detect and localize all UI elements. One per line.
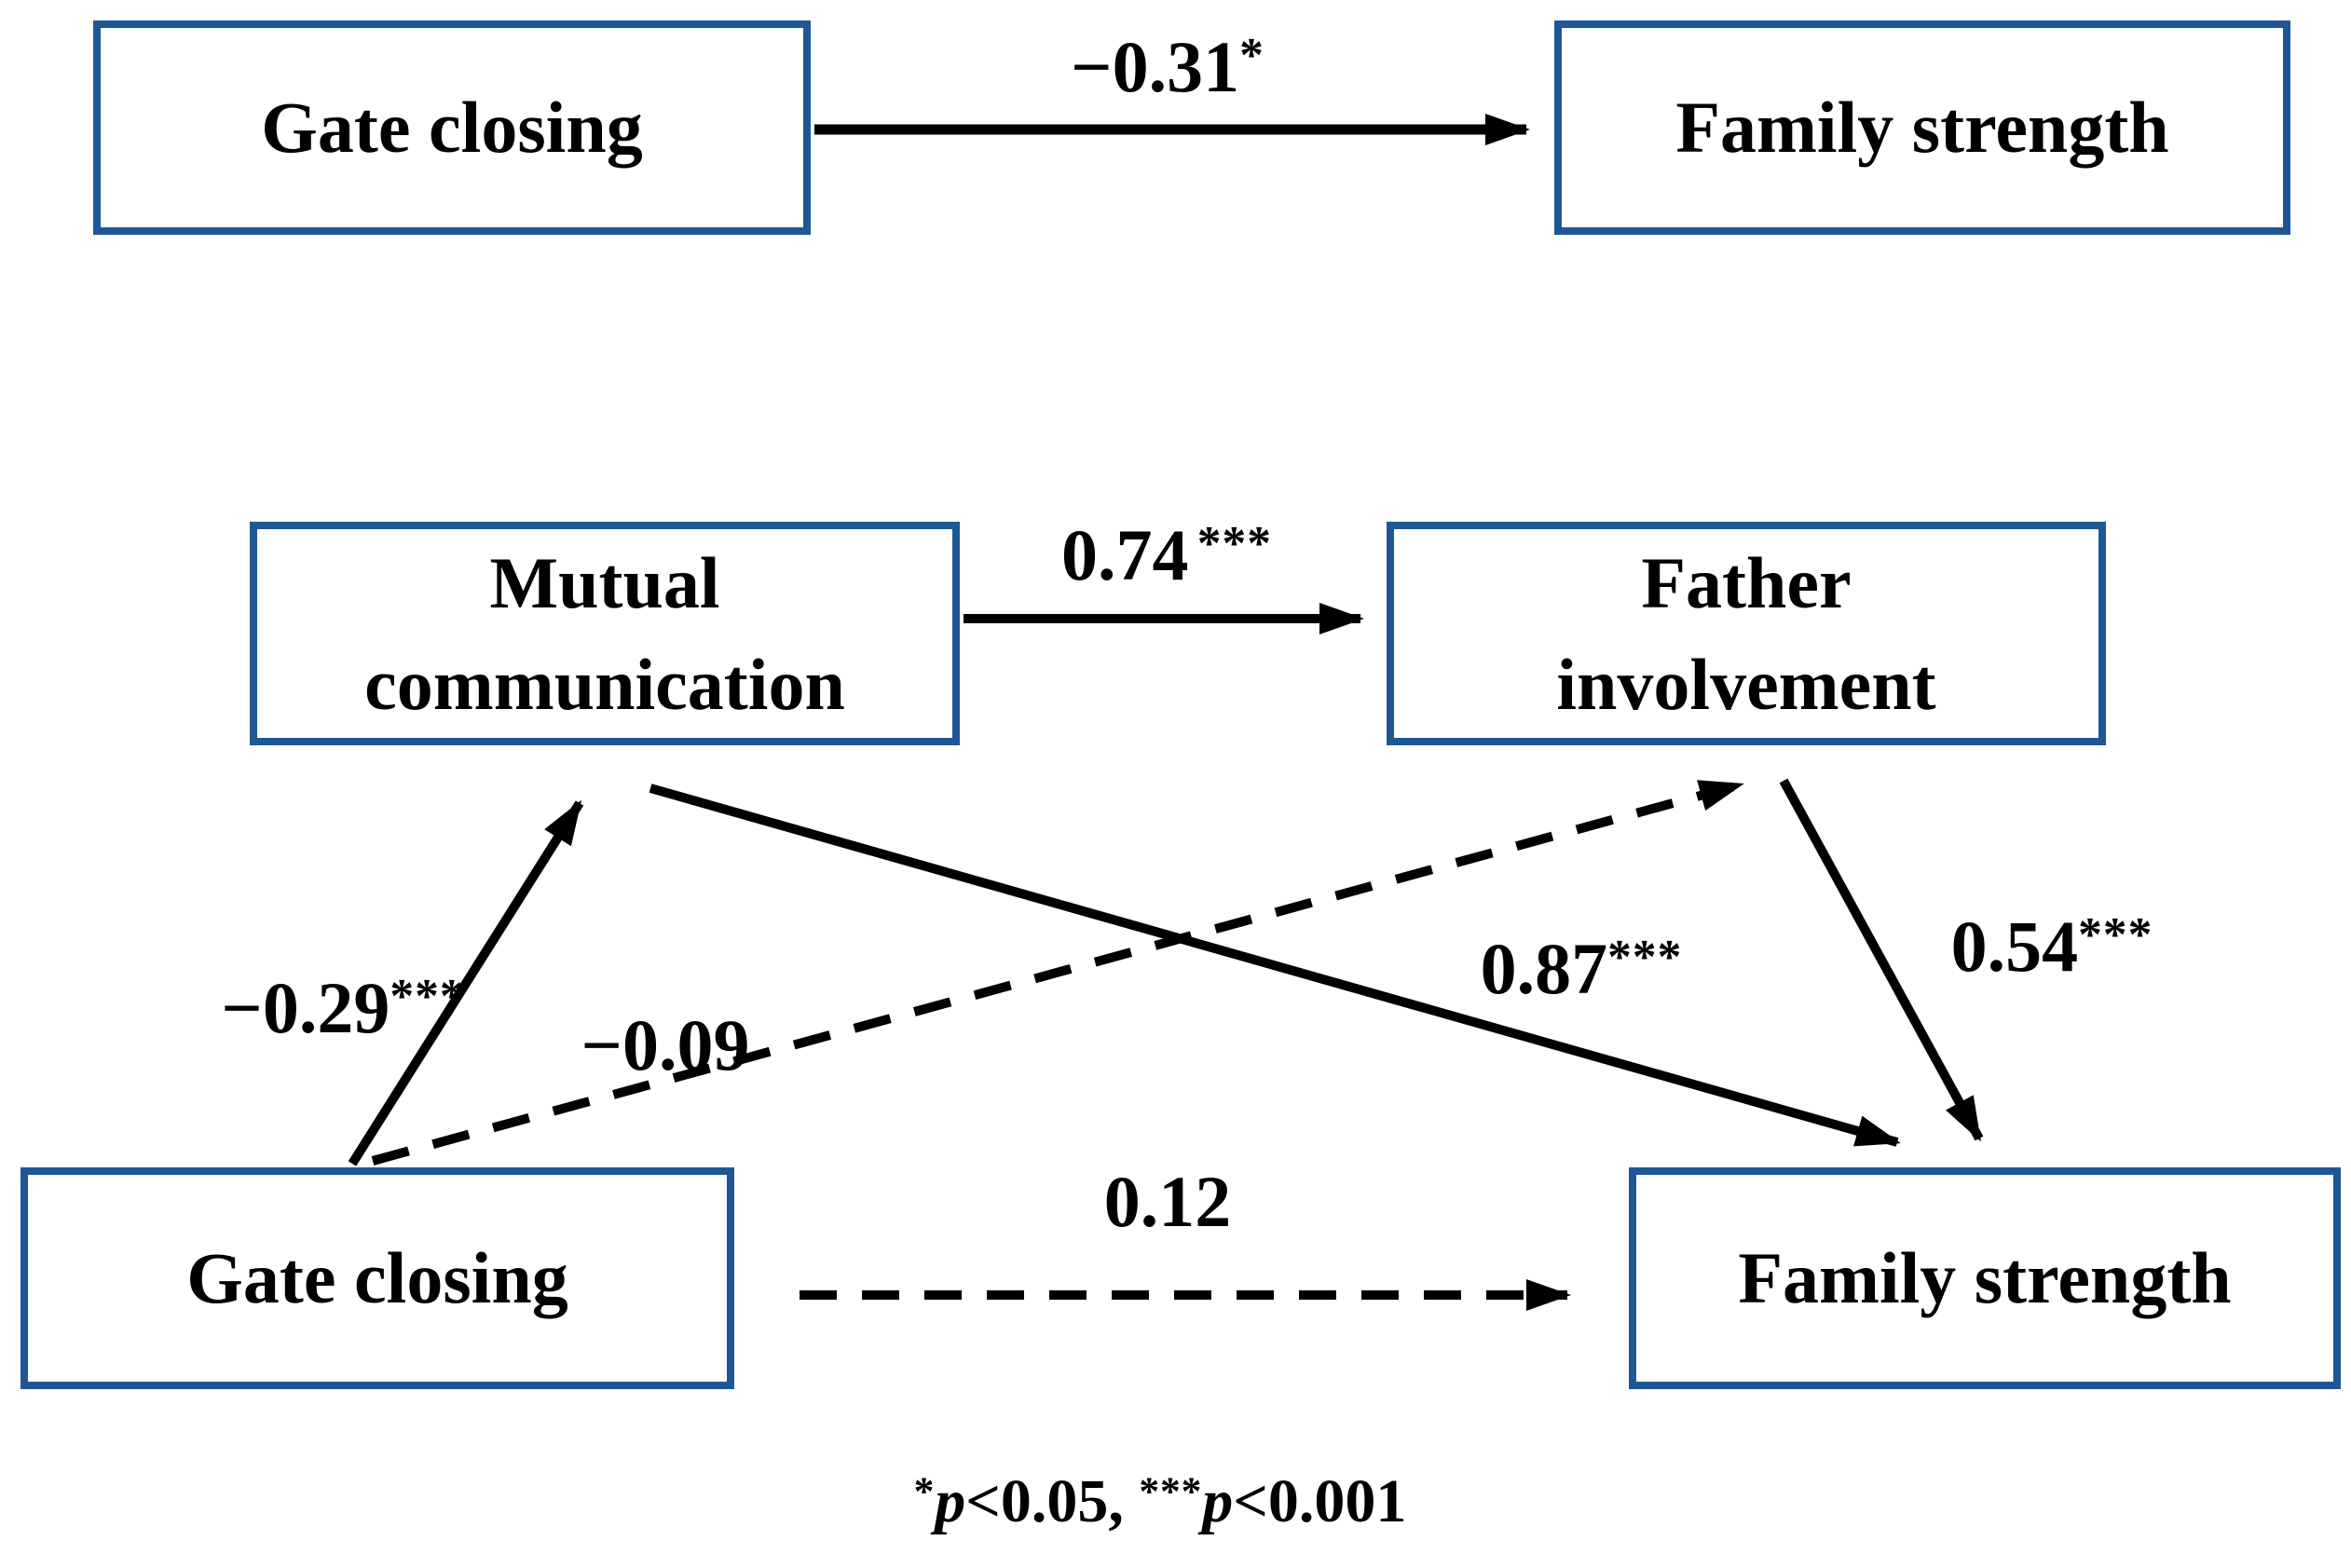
path-label-gate-to-father: −0.09 — [581, 1003, 750, 1087]
path-label-total-effect: −0.31* — [1071, 25, 1264, 109]
node-family-strength-mediation-model: Family strength — [1629, 1167, 2341, 1389]
node-father-involvement: Father involvement — [1387, 522, 2106, 745]
coefficient-value: 0.12 — [1103, 1161, 1232, 1242]
path-label-direct-effect: 0.12 — [1104, 1160, 1232, 1244]
node-label: Family strength — [1738, 1237, 2232, 1319]
path-label-mutual-to-father: 0.74*** — [1061, 513, 1272, 597]
node-label: Mutual communication — [364, 541, 845, 725]
coefficient-value: −0.09 — [581, 1004, 750, 1085]
node-family-strength-total-model: Family strength — [1554, 20, 2290, 235]
significance-stars: *** — [2078, 908, 2153, 962]
arrow-father-to-family — [1779, 778, 1984, 1142]
coefficient-value: 0.54 — [1950, 906, 2079, 987]
node-label: Gate closing — [186, 1237, 568, 1319]
coefficient-value: −0.29 — [221, 967, 390, 1048]
significance-stars: * — [913, 1468, 936, 1514]
significance-stars: *** — [390, 970, 465, 1024]
p-threshold: <0.001 — [1233, 1467, 1407, 1535]
path-label-mutual-to-family: 0.87*** — [1481, 927, 1683, 1011]
path-label-gate-to-mutual: −0.29*** — [221, 966, 464, 1050]
significance-stars: *** — [1139, 1468, 1203, 1514]
node-mutual-communication: Mutual communication — [250, 522, 960, 745]
arrow-mutual-to-family — [649, 784, 1901, 1147]
node-label: Gate closing — [261, 87, 643, 169]
node-label: Family strength — [1675, 87, 2169, 169]
significance-footnote: *p<0.05, ***p<0.001 — [914, 1466, 1407, 1537]
coefficient-value: −0.31 — [1071, 26, 1240, 107]
node-label: Father involvement — [1556, 541, 1936, 725]
node-gate-closing-mediation-model: Gate closing — [21, 1167, 734, 1389]
significance-stars: * — [1239, 29, 1264, 83]
arrow-gate-to-mutual — [348, 799, 584, 1166]
arrow-gate-to-father-dashed — [371, 780, 1744, 1166]
p-threshold: <0.05, — [965, 1467, 1140, 1535]
p-symbol: p — [1202, 1467, 1234, 1535]
significance-stars: *** — [1607, 931, 1683, 985]
node-gate-closing-total-model: Gate closing — [93, 20, 811, 235]
coefficient-value: 0.74 — [1060, 514, 1189, 595]
significance-stars: *** — [1196, 517, 1273, 571]
coefficient-value: 0.87 — [1480, 928, 1608, 1009]
p-symbol: p — [935, 1467, 966, 1535]
path-label-father-to-family: 0.54*** — [1951, 905, 2153, 989]
